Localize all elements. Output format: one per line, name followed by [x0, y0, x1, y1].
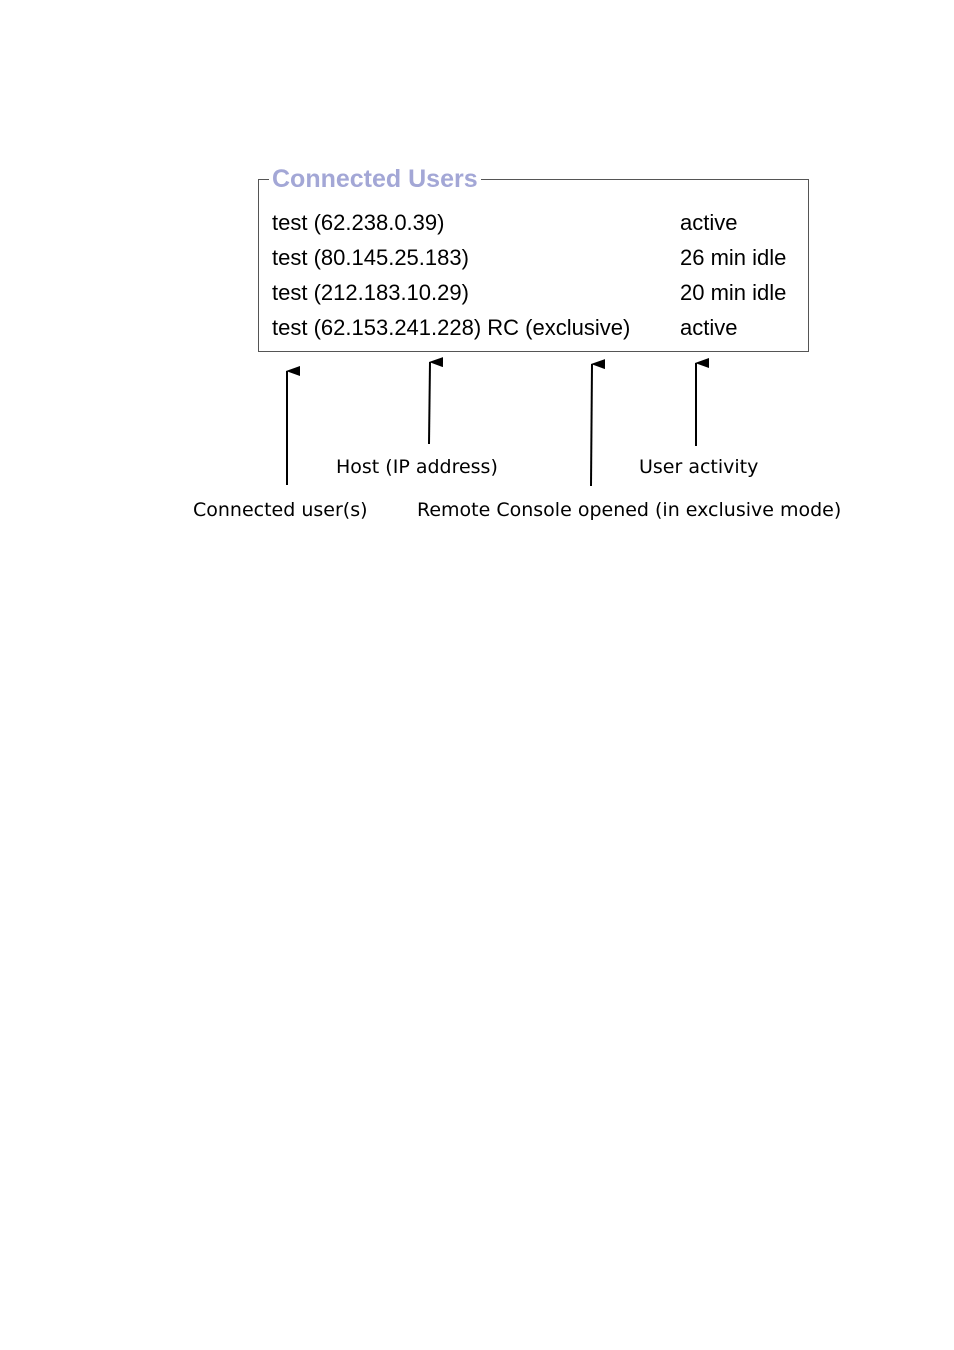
callout-host: Host (IP address) [336, 456, 498, 478]
callout-connected-users: Connected user(s) [193, 499, 368, 521]
callout-user-activity: User activity [639, 456, 758, 478]
arrow-up-icon [429, 362, 430, 444]
callout-remote-console: Remote Console opened (in exclusive mode… [417, 499, 841, 521]
arrow-up-icon [591, 364, 592, 486]
